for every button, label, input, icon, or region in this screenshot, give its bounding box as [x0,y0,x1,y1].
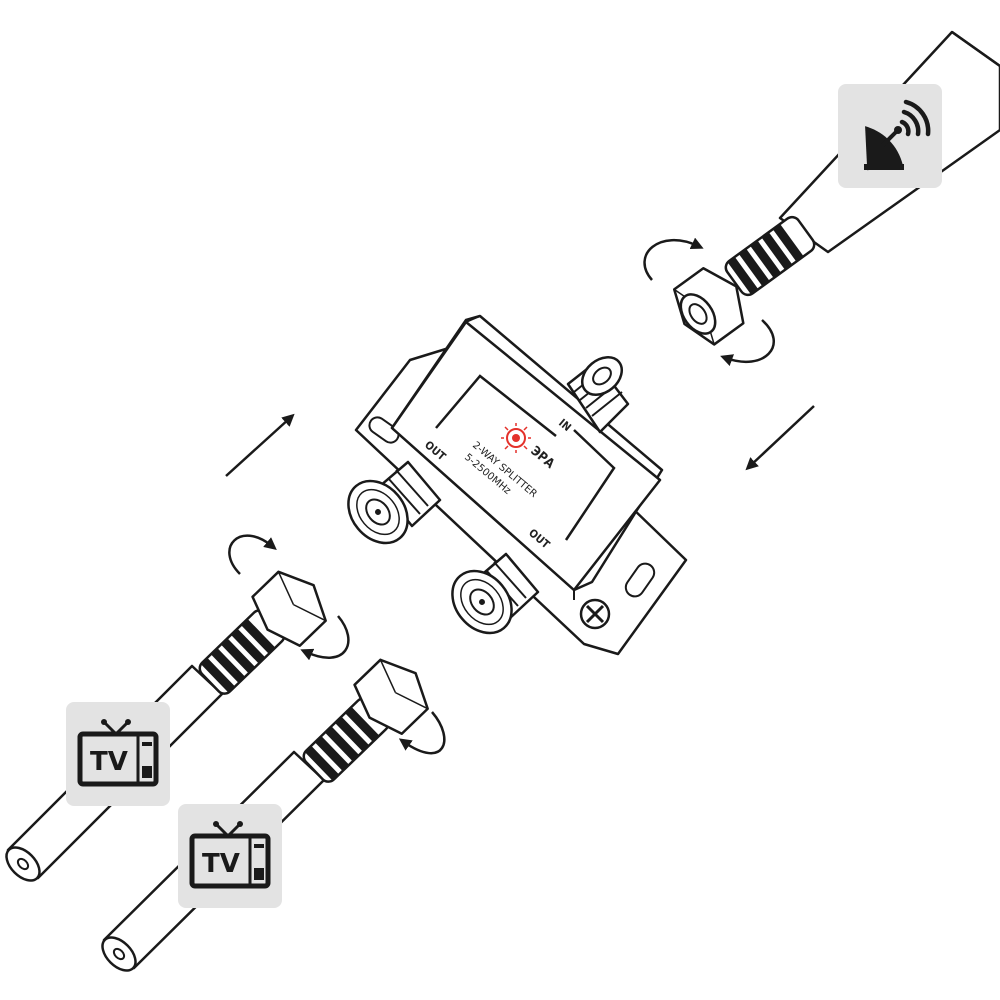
rotate-arrow-tv-right [398,711,446,755]
antenna-connector-face [679,293,717,335]
splitter: IN OUT OUT ЭРА 2-WAY SPLITTER 5-2500MHz [334,314,688,656]
tv-label-right: TV [202,849,240,879]
rotate-arrow-tv-left-bottom [300,615,350,661]
in-port [566,356,630,434]
tv-icon: TV [77,719,159,787]
splitter-print-line-bottom [564,429,616,541]
direction-arrow-tv-out [225,413,295,477]
direction-arrow-antenna-in [745,405,815,471]
rotate-arrow-tv-left-top [228,534,277,575]
out-port-right [438,552,540,647]
tv-card-left: TV [66,702,170,806]
brand-logo [501,423,531,453]
tv-connector-right-hex [353,658,429,735]
mount-hole-right [624,562,656,598]
tv-icon: TV [189,821,271,889]
tv-connector-left-hex [251,570,327,647]
rotate-arrow-antenna-top [643,237,704,281]
tv-connector-left [195,570,327,699]
antenna-connector [672,212,819,346]
antenna-card [838,84,942,188]
splitter-body-top [390,320,662,592]
satellite-dish-icon [864,99,931,171]
tv-card-right: TV [178,804,282,908]
splitter-print-line-top [435,374,557,437]
tv-label-left: TV [90,747,128,777]
mount-hole-left [368,416,400,444]
ground-screw [579,598,611,630]
tv-connector-right [299,658,429,787]
rotate-arrow-antenna-bottom [720,319,775,367]
out-port-left [334,460,442,557]
